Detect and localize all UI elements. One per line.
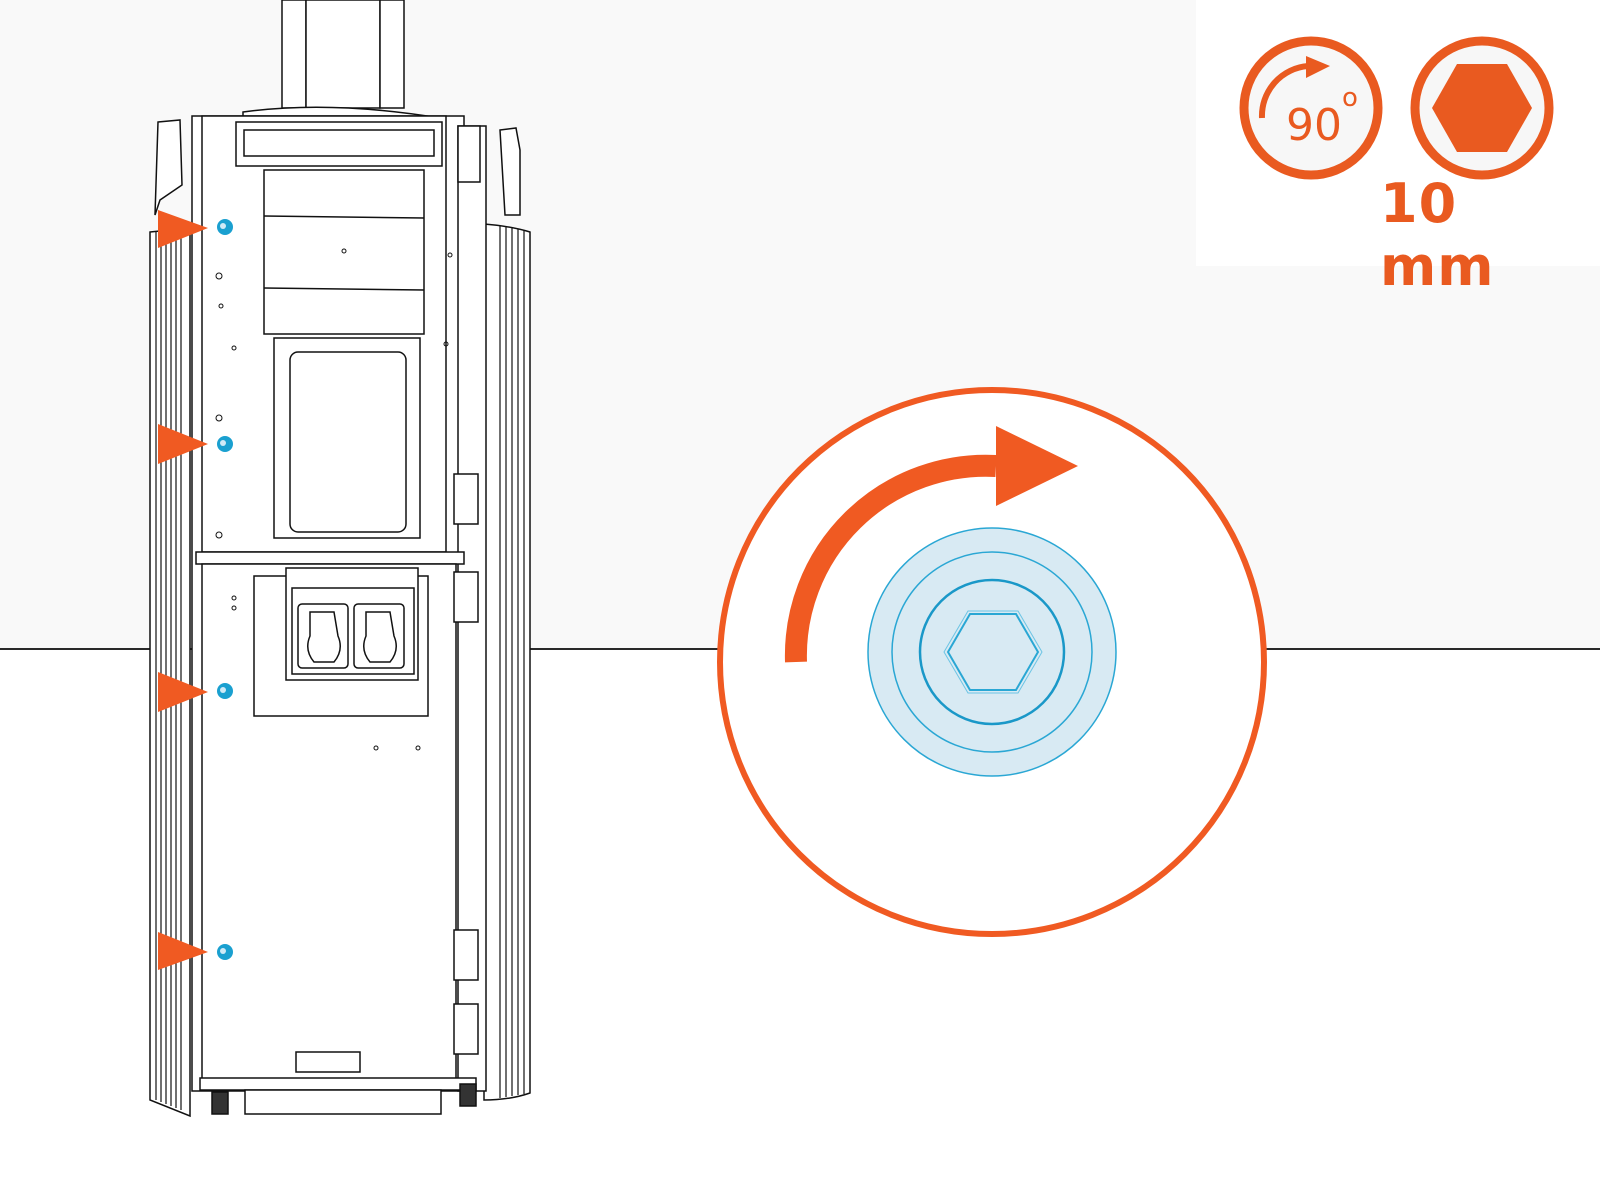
pointer-arrow-1 xyxy=(158,210,208,248)
hex-socket-icon xyxy=(1410,36,1554,180)
degree-symbol: o xyxy=(1342,83,1358,113)
pointer-arrow-4 xyxy=(158,932,208,970)
tool-size-label: 10 mm xyxy=(1380,172,1495,298)
pointer-arrow-3 xyxy=(158,672,208,712)
rotation-angle-text: 90 xyxy=(1286,100,1342,151)
hex-bolt-icon xyxy=(867,527,1117,777)
pointer-arrow-2 xyxy=(158,424,208,464)
pointer-arrows xyxy=(158,210,208,970)
rotation-arrow-icon xyxy=(784,454,997,663)
rotation-arrowhead-icon xyxy=(996,426,1078,506)
rotate-90-icon: 90 o xyxy=(1239,36,1383,180)
